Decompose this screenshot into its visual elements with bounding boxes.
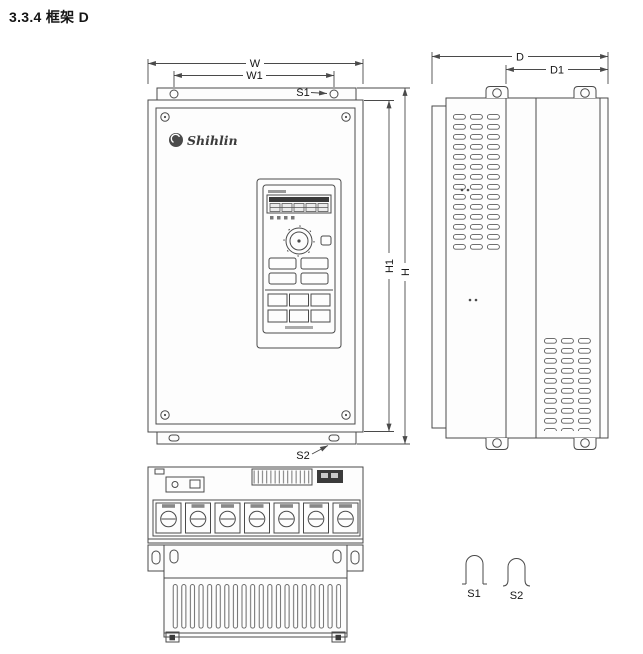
dim-d1: D1 [505, 63, 608, 84]
hole-shape-legend: S1 S2 [462, 555, 531, 602]
side-hole-bottom-left [492, 438, 502, 448]
dim-label-w1: W1 [246, 70, 263, 82]
power-terminals [152, 499, 361, 537]
side-front-bezel [431, 105, 447, 429]
bottom-view [147, 466, 364, 643]
dim-label-d: D [516, 52, 524, 64]
dim-label-d1: D1 [550, 65, 564, 77]
status-leds [270, 216, 295, 220]
fan-connector [165, 476, 205, 493]
heatsink-fins [171, 583, 341, 630]
dimensions: W W1 S1 H1 [147, 50, 609, 462]
foot-right [331, 631, 346, 643]
shihlin-logo: Shihlin [169, 133, 238, 148]
keypad-unit [262, 184, 336, 334]
dim-label-h1: H1 [384, 259, 396, 273]
side-louvers-lower [542, 336, 593, 431]
side-louvers-upper [451, 112, 502, 252]
mounting-slot-bottom-right [328, 434, 340, 442]
keypad-buttons [265, 257, 333, 329]
keypad-display [266, 194, 332, 214]
keypad [256, 178, 342, 349]
legend-label-s2: S2 [510, 590, 523, 602]
foot-left [165, 631, 180, 643]
dim-h: H [357, 87, 412, 445]
side-tab-top-left [485, 86, 509, 98]
side-tab-bottom-left [485, 438, 509, 450]
side-tab-bottom-right [573, 438, 597, 450]
callout-s1: S1 [296, 87, 328, 99]
dim-h1: H1 [364, 100, 396, 432]
front-bottom-flange [156, 431, 357, 445]
mounting-hole-top-right [329, 89, 339, 99]
side-hole-bottom-right [580, 438, 590, 448]
heatsink-ear-right [346, 544, 364, 572]
front-top-flange [156, 87, 357, 101]
front-inner-panel [155, 107, 356, 425]
dim-label-w: W [250, 58, 261, 70]
io-connectors [165, 468, 343, 493]
dim-label-s2: S2 [296, 450, 309, 462]
side-tab-top-right [573, 86, 597, 98]
heatsink [147, 544, 364, 643]
side-hole-top-left [492, 88, 502, 98]
keypad-knob [283, 225, 315, 257]
dim-w1: W1 [173, 69, 335, 87]
side-view [431, 86, 609, 450]
mounting-hole-top-left [169, 89, 179, 99]
dim-d: D [431, 50, 609, 84]
dim-w: W [147, 56, 364, 84]
side-hole-top-right [580, 88, 590, 98]
legend-label-s1: S1 [467, 588, 480, 600]
section-title: 3.3.4 框架 D [9, 9, 90, 25]
dim-label-h: H [400, 268, 412, 276]
s2-hole-shape: S2 [502, 558, 531, 602]
brand-text: Shihlin [187, 133, 238, 148]
control-terminal-comb [251, 468, 313, 486]
mounting-slot-bottom-left [168, 434, 180, 442]
dim-label-s1: S1 [296, 87, 309, 99]
connector-block [317, 470, 343, 483]
keypad-side-button [320, 235, 332, 246]
front-view: Shihlin [147, 87, 364, 445]
heatsink-ear-left [147, 544, 165, 572]
s1-hole-shape: S1 [462, 555, 487, 600]
callout-s2: S2 [296, 445, 329, 462]
